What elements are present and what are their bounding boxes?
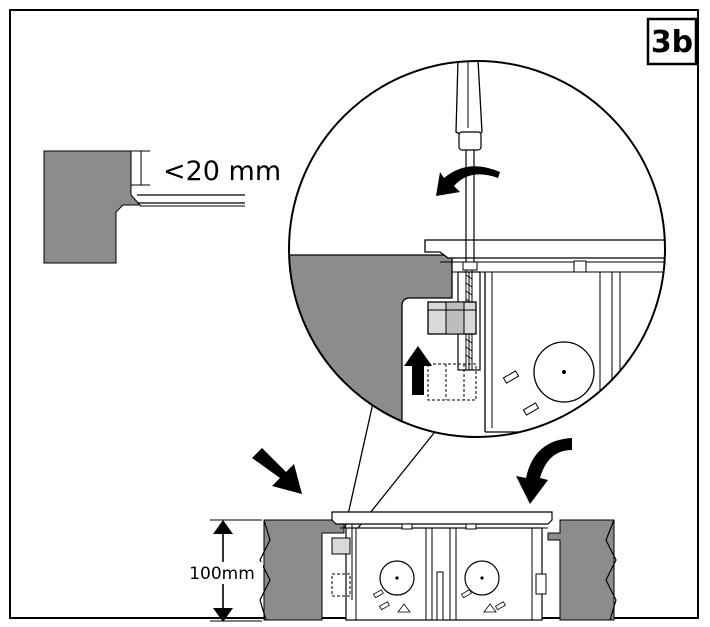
zoom-leader-left [344, 402, 374, 529]
gap-dimension-label: <20 mm [163, 156, 281, 187]
step-badge: 3b [646, 17, 698, 66]
clamp-claw-lowered [427, 363, 477, 401]
clamp-claw [427, 301, 477, 335]
step-badge-label: 3b [651, 25, 693, 60]
cross-section [259, 511, 617, 621]
gap-detail: <20 mm [43, 150, 281, 264]
zoom-detail [288, 60, 666, 529]
curved-down-arrow-icon [516, 438, 572, 504]
depth-dimension-label: 100mm [189, 564, 255, 584]
rotate-arrow-icon [436, 166, 500, 196]
up-arrow-icon [404, 346, 432, 395]
depth-dimension: 100mm [181, 519, 263, 622]
insert-arrow-icon [252, 448, 302, 494]
screwdriver-icon [455, 61, 483, 271]
